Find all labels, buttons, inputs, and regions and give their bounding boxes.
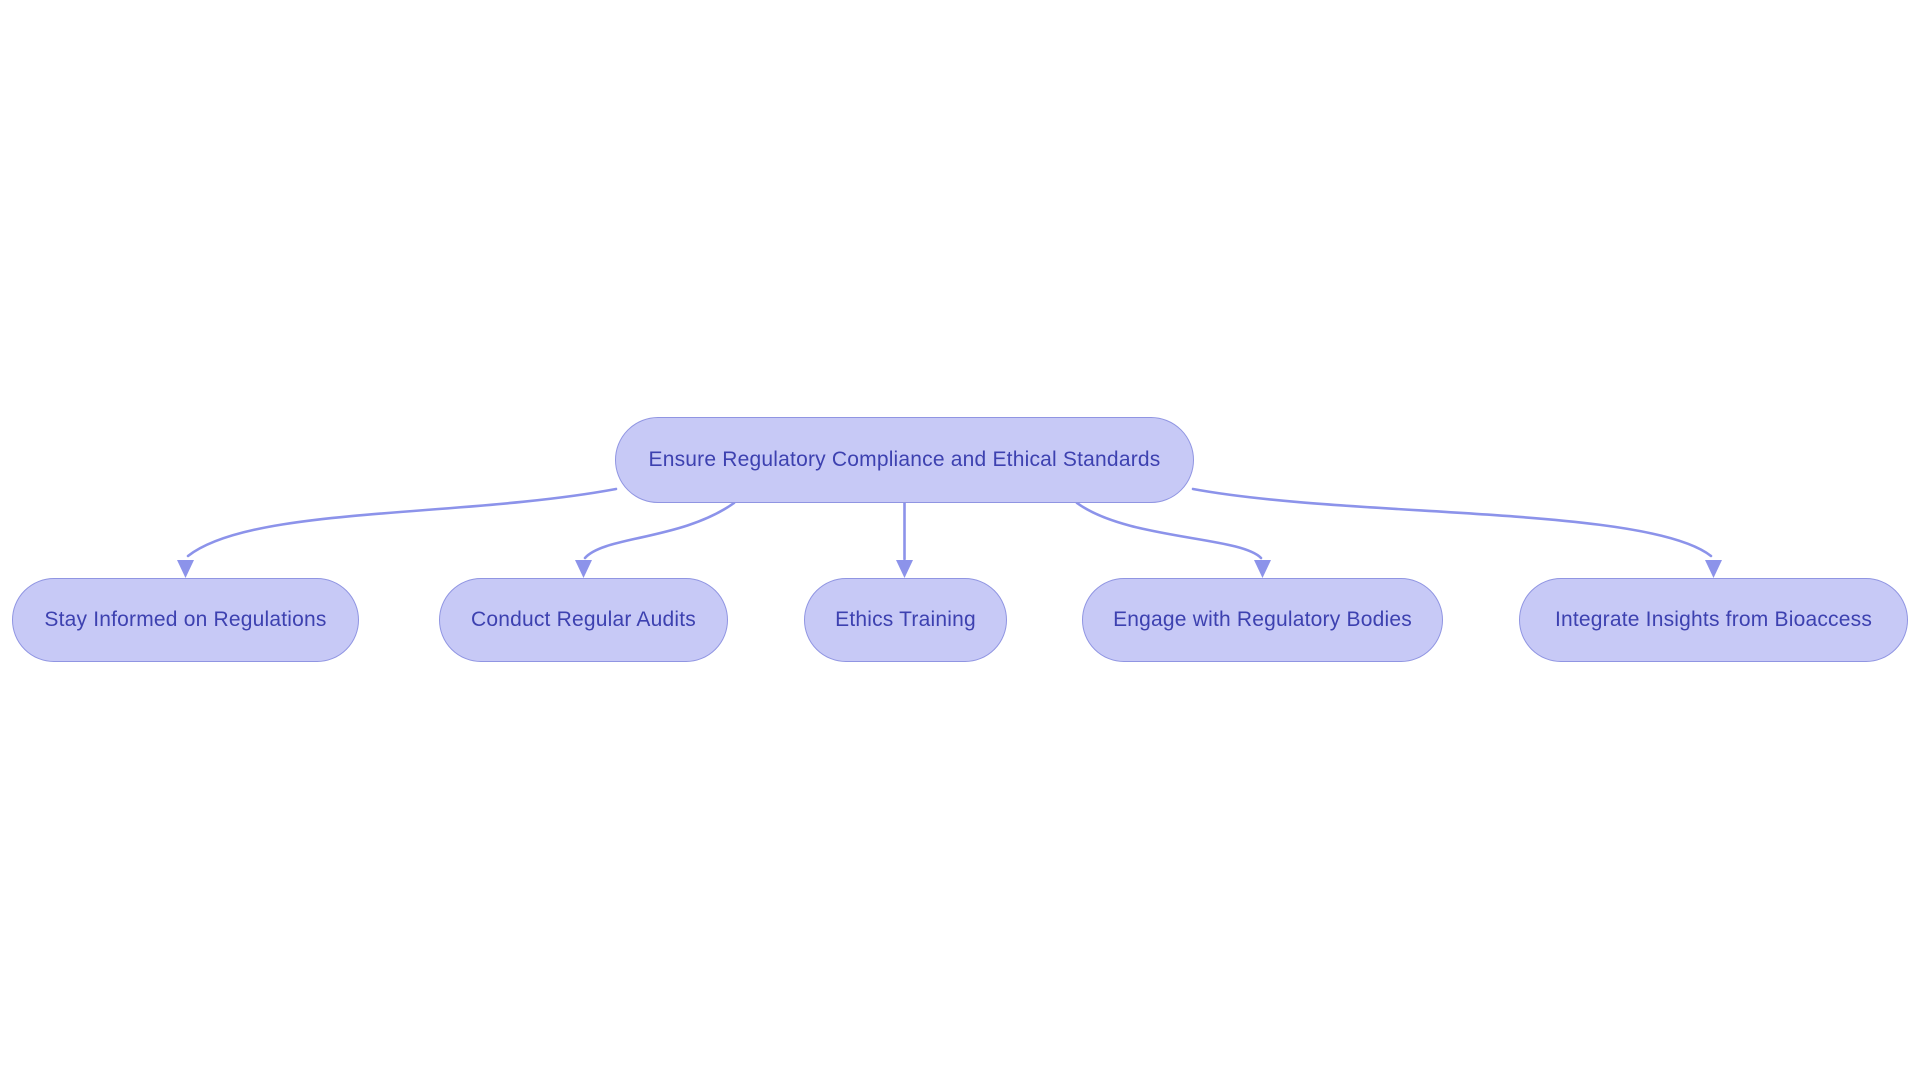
node-integrate-insights-from-bioaccess: Integrate Insights from Bioaccess: [1519, 578, 1908, 662]
edge-root-to-integrate-insights: [1191, 487, 1713, 558]
arrowhead-ethics-training: [896, 560, 913, 578]
node-engage-with-regulatory-bodies: Engage with Regulatory Bodies: [1082, 578, 1443, 662]
node-label: Engage with Regulatory Bodies: [1113, 608, 1412, 631]
edge-root-to-stay-informed: [186, 487, 618, 558]
node-label: Ensure Regulatory Compliance and Ethical…: [648, 448, 1161, 471]
node-conduct-regular-audits: Conduct Regular Audits: [439, 578, 728, 662]
node-label: Integrate Insights from Bioaccess: [1554, 608, 1873, 631]
node-label: Ethics Training: [835, 608, 976, 631]
arrowhead-integrate-insights: [1705, 560, 1722, 578]
edge-root-to-engage-bodies: [1075, 501, 1263, 560]
arrowhead-engage-bodies: [1254, 560, 1271, 578]
node-ensure-regulatory-compliance: Ensure Regulatory Compliance and Ethical…: [615, 417, 1194, 503]
node-ethics-training: Ethics Training: [804, 578, 1007, 662]
edge-root-to-conduct-audits: [583, 501, 736, 560]
node-label: Stay Informed on Regulations: [44, 608, 327, 631]
arrowhead-stay-informed: [177, 560, 194, 578]
node-label: Conduct Regular Audits: [470, 608, 697, 631]
arrowhead-conduct-audits: [575, 560, 592, 578]
node-stay-informed-on-regulations: Stay Informed on Regulations: [12, 578, 359, 662]
